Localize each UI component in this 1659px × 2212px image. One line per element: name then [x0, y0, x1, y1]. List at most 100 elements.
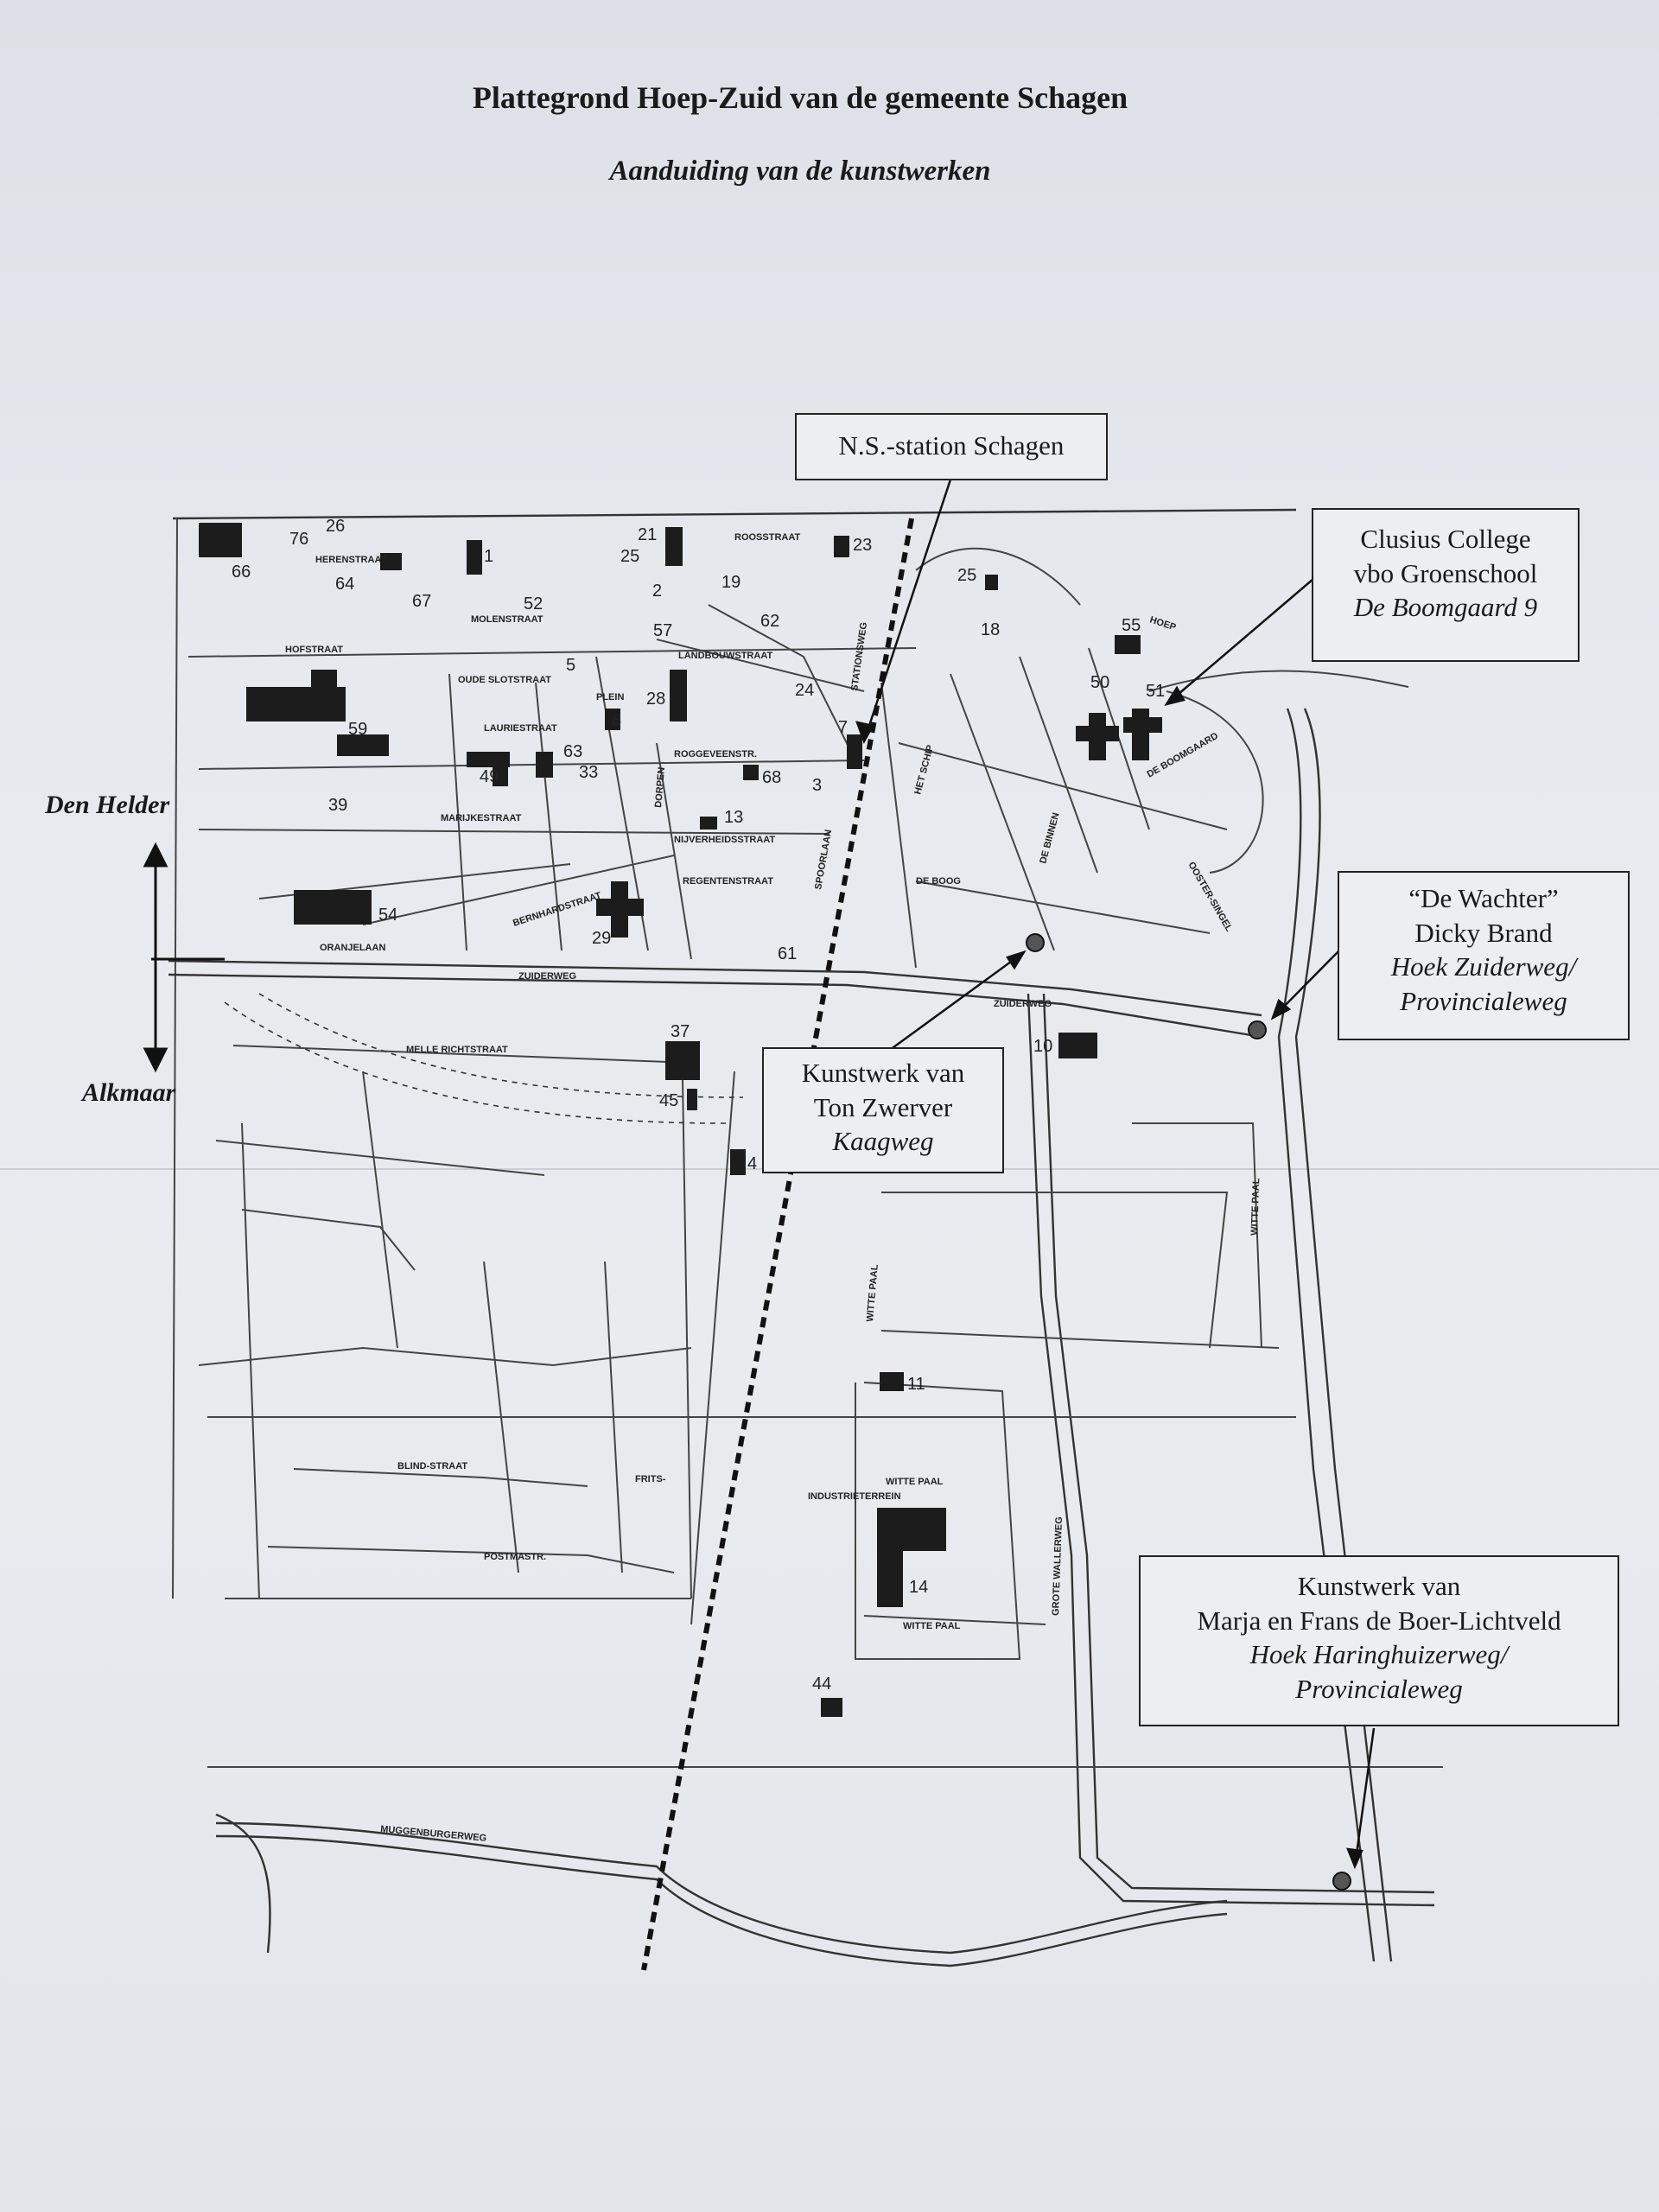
- num-68: 68: [762, 768, 781, 787]
- marker-zwerver: [1026, 933, 1045, 952]
- street-witte-paal-3: WITTE PAAL: [903, 1621, 961, 1631]
- num-25b: 25: [957, 566, 976, 585]
- direction-arrow: [143, 842, 225, 1073]
- num-26: 26: [326, 517, 345, 536]
- callout-station: N.S.-station Schagen: [795, 413, 1108, 480]
- num-64: 64: [335, 575, 354, 594]
- num-55: 55: [1122, 616, 1141, 635]
- callout-arrows: [855, 479, 1376, 1870]
- num-23: 23: [853, 536, 872, 555]
- street-hoep: HOEP: [1148, 614, 1177, 632]
- num-14: 14: [909, 1578, 928, 1597]
- street-stationsweg: STATIONSWEG: [849, 621, 869, 691]
- callout-zwerver-line1: Kunstwerk van: [801, 1058, 965, 1088]
- street-zuiderweg-west: ZUIDERWEG: [518, 971, 576, 982]
- street-het-schip: HET SCHIP: [912, 744, 936, 796]
- num-52: 52: [524, 594, 543, 613]
- num-33: 33: [579, 763, 598, 782]
- num-2: 2: [652, 582, 662, 601]
- building-numbers: 76 26 66 64 67 52 1 21 25 2 57 19 23 25 …: [232, 517, 1165, 1694]
- street-regentenstraat: REGENTENSTRAAT: [683, 876, 773, 887]
- num-76: 76: [289, 530, 308, 549]
- marker-wachter: [1248, 1020, 1267, 1039]
- callout-clusius: Clusius College vbo Groenschool De Boomg…: [1312, 508, 1580, 662]
- street-oranjelaan: ORANJELAAN: [320, 943, 385, 953]
- num-7: 7: [838, 718, 848, 737]
- street-muggenburgerweg: MUGGENBURGERWEG: [380, 1824, 487, 1844]
- art-markers: [1026, 933, 1351, 1891]
- document-title: Plattegrond Hoep-Zuid van de gemeente Sc…: [472, 80, 1128, 115]
- street-frits: FRITS-: [635, 1474, 666, 1484]
- callout-boer-line3: Hoek Haringhuizerweg/: [1249, 1639, 1509, 1670]
- street-bernhardstraat: BERNHARDSTRAAT: [512, 890, 602, 928]
- num-54: 54: [378, 906, 397, 925]
- street-roosstraat: ROOSSTRAAT: [734, 532, 800, 543]
- num-67: 67: [412, 592, 431, 611]
- num-66: 66: [232, 563, 251, 582]
- callout-clusius-line2: vbo Groenschool: [1353, 557, 1538, 588]
- street-nijverheidsstraat: NIJVERHEIDSSTRAAT: [674, 835, 775, 845]
- num-18: 18: [981, 620, 1000, 639]
- callout-wachter-line1: “De Wachter”: [1408, 883, 1559, 913]
- street-oostersingel: OOSTER-SINGEL: [1185, 861, 1234, 934]
- num-37: 37: [671, 1022, 690, 1041]
- num-25: 25: [620, 547, 639, 566]
- marker-boer: [1332, 1872, 1351, 1891]
- callout-zwerver: Kunstwerk van Ton Zwerver Kaagweg: [762, 1047, 1004, 1173]
- map-frame: [172, 508, 1297, 1599]
- num-50: 50: [1090, 673, 1109, 692]
- num-1: 1: [484, 547, 493, 566]
- buildings: [199, 523, 1162, 1717]
- street-marijkestraat: MARIJKESTRAAT: [441, 813, 522, 823]
- callout-boer-line4: Provincialeweg: [1295, 1674, 1463, 1705]
- num-62: 62: [760, 612, 779, 631]
- street-spoorlaan: SPOORLAAN: [813, 829, 834, 890]
- callout-clusius-line3: De Boomgaard 9: [1353, 592, 1538, 623]
- num-61: 61: [778, 944, 797, 963]
- num-19: 19: [721, 573, 741, 592]
- street-melle-richtstraat: MELLE RICHTSTRAAT: [406, 1045, 508, 1055]
- east-street-grid: [207, 547, 1443, 1768]
- street-lauriestraat: LAURIESTRAAT: [484, 723, 557, 734]
- street-witte-paal-2: WITTE PAAL: [886, 1477, 944, 1487]
- callout-zwerver-line2: Ton Zwerver: [813, 1091, 953, 1122]
- street-de-boomgaard: DE BOOMGAARD: [1146, 731, 1220, 780]
- street-witte-paal-4: WITTE PAAL: [1249, 1178, 1262, 1236]
- street-hofstraat: HOFSTRAAT: [285, 645, 343, 655]
- street-de-binnen: DE BINNEN: [1038, 811, 1061, 865]
- callout-boer: Kunstwerk van Marja en Frans de Boer-Lic…: [1139, 1555, 1619, 1726]
- num-10: 10: [1033, 1037, 1052, 1056]
- num-39: 39: [328, 796, 347, 815]
- street-postmastr: POSTMASTR.: [484, 1552, 546, 1562]
- num-57: 57: [653, 621, 672, 640]
- label-plein: PLEIN: [596, 692, 624, 702]
- num-29: 29: [592, 929, 611, 948]
- callout-zwerver-line3: Kaagweg: [832, 1126, 934, 1157]
- main-roads: [168, 708, 1435, 1967]
- num-44: 44: [812, 1675, 831, 1694]
- num-21: 21: [638, 525, 657, 544]
- num-11: 11: [907, 1375, 925, 1394]
- direction-south-label: Alkmaar: [82, 1078, 176, 1107]
- callout-wachter-line4: Provincialeweg: [1400, 986, 1567, 1017]
- callout-wachter-line3: Hoek Zuiderweg/: [1390, 951, 1577, 982]
- street-landbouwstraat: LANDBOUWSTRAAT: [678, 651, 772, 661]
- num-59: 59: [348, 720, 367, 739]
- label-industrieterrein: INDUSTRIETERREIN: [808, 1491, 901, 1502]
- document-subtitle: Aanduiding van de kunstwerken: [609, 156, 991, 187]
- street-oude-slotstraat: OUDE SLOTSTRAAT: [458, 675, 551, 685]
- callout-station-line1: N.S.-station Schagen: [838, 430, 1065, 461]
- street-herenstraat: HERENSTRAAT: [315, 555, 387, 565]
- callout-clusius-line1: Clusius College: [1360, 524, 1531, 554]
- num-28: 28: [646, 690, 665, 709]
- num-51: 51: [1146, 682, 1165, 701]
- railway-line: [641, 518, 914, 1971]
- street-grote-wallerweg: GROTE WALLERWEG: [1051, 1516, 1065, 1616]
- num-13: 13: [724, 808, 743, 827]
- num-45: 45: [659, 1091, 678, 1110]
- callout-boer-line2: Marja en Frans de Boer-Lichtveld: [1197, 1605, 1561, 1636]
- num-8: 8: [612, 711, 621, 730]
- num-4: 4: [747, 1154, 757, 1173]
- street-witte-paal-1: WITTE PAAL: [865, 1264, 880, 1322]
